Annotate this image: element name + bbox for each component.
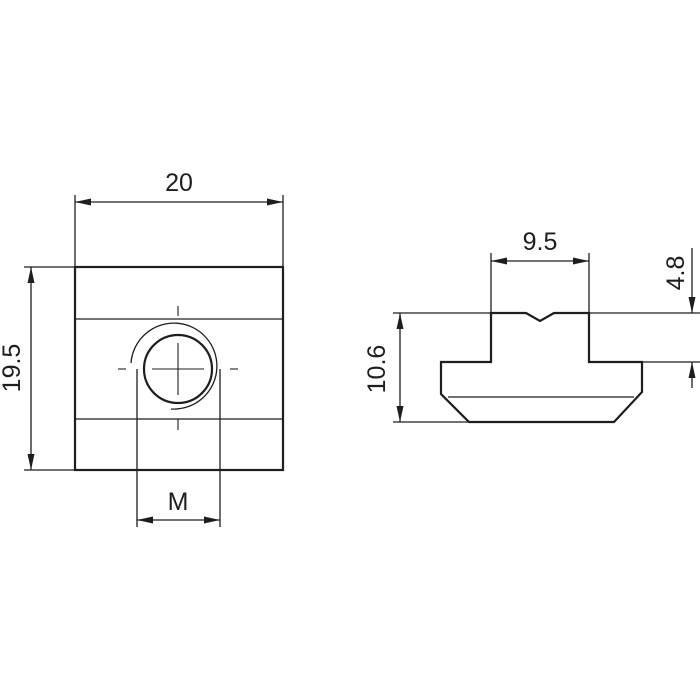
top-width-dimension: 9.5 bbox=[490, 228, 590, 313]
side-view: 9.5 10.6 4.8 bbox=[363, 228, 700, 424]
height-dimension: 19.5 bbox=[0, 266, 75, 471]
width-label: 20 bbox=[165, 169, 193, 197]
width-dimension: 20 bbox=[74, 169, 284, 267]
thread-arc bbox=[130, 322, 218, 410]
top-width-label: 9.5 bbox=[523, 228, 558, 256]
height-label: 19.5 bbox=[0, 344, 26, 393]
thread-dimension: M bbox=[136, 369, 221, 527]
neck-height-label: 4.8 bbox=[662, 256, 690, 291]
total-height-dimension: 10.6 bbox=[363, 312, 491, 423]
neck-height-dimension: 4.8 bbox=[589, 248, 700, 388]
total-height-label: 10.6 bbox=[363, 345, 391, 394]
thread-hole bbox=[142, 333, 214, 405]
nut-outline bbox=[73, 265, 285, 472]
front-view: 20 19.5 M bbox=[0, 169, 285, 527]
thread-label: M bbox=[168, 488, 189, 516]
t-slot-profile bbox=[439, 311, 644, 424]
